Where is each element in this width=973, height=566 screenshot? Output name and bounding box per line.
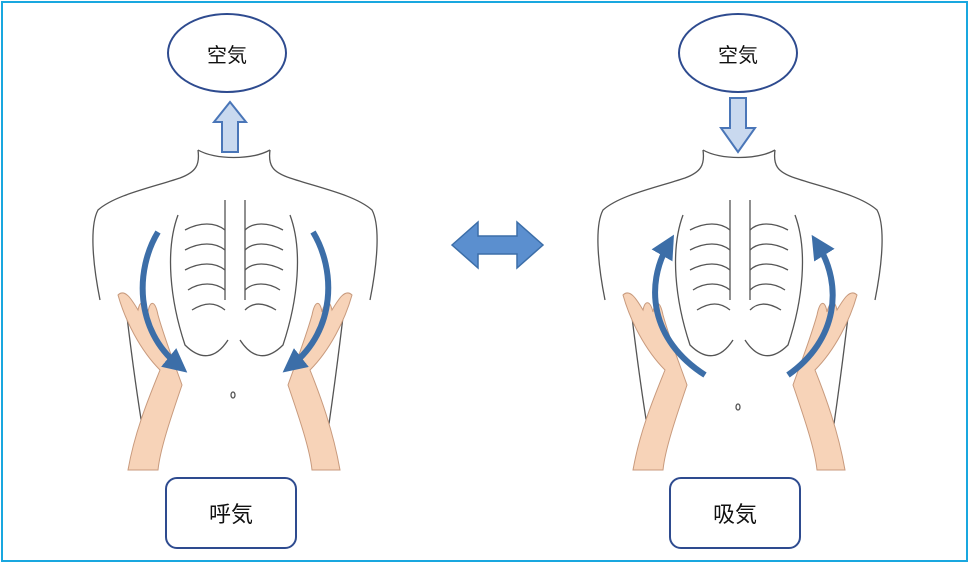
right-air-bubble: 空気 — [678, 13, 798, 93]
down-arrow — [721, 98, 755, 152]
left-air-bubble: 空気 — [167, 13, 287, 93]
exhalation-label: 呼気 — [209, 497, 253, 529]
left-phase-box: 呼気 — [165, 477, 297, 549]
right-air-label: 空気 — [718, 39, 758, 68]
left-hands — [118, 293, 352, 470]
double-arrow — [452, 222, 543, 268]
right-phase-box: 吸気 — [669, 477, 801, 549]
inhalation-label: 吸気 — [713, 497, 757, 529]
left-air-label: 空気 — [207, 39, 247, 68]
up-arrow — [214, 102, 246, 152]
